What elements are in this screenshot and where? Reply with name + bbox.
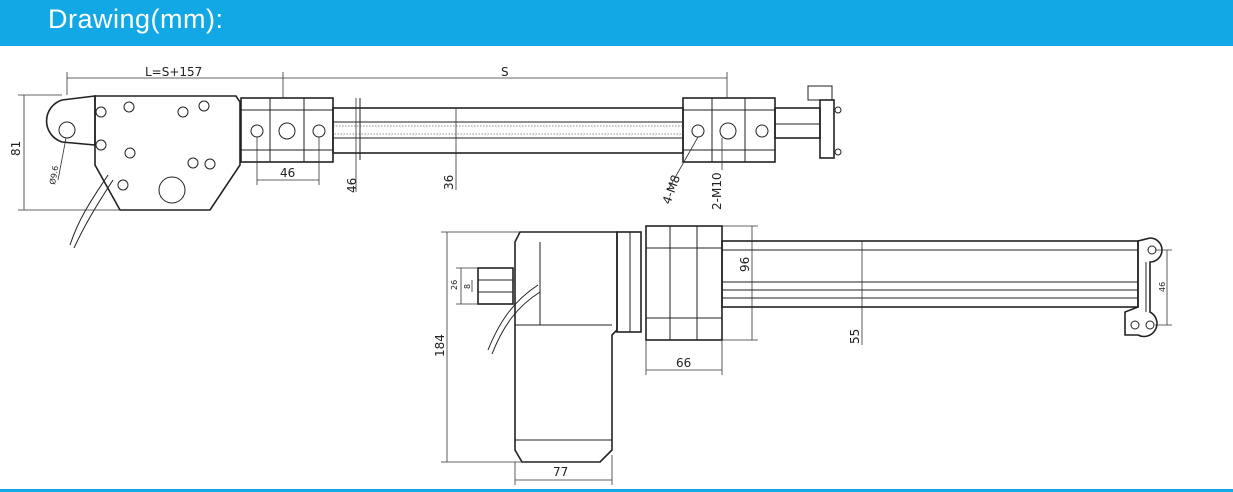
top-view: L=S+157 S 81 Ø9.6 46 46 [9,65,842,249]
label-bracket-spacing: 46 [280,166,295,180]
label-flange-width: 66 [676,356,691,370]
dim-bracket-spacing: 46 [256,137,320,185]
dim-rod-height-side: 55 [848,241,863,345]
label-height: 81 [9,141,23,156]
label-overall-length: L=S+157 [145,65,202,79]
dim-motor-width: 77 [514,455,613,485]
dim-flange-width: 66 [645,340,723,375]
dim-rod-height: 36 [442,108,457,190]
power-cable-side [487,284,539,351]
label-rod-height: 36 [442,175,456,190]
inner-rod [774,85,842,159]
side-view: 184 26 8 77 66 96 [433,225,1172,485]
rear-clevis [45,95,96,146]
motor-housing [94,95,241,211]
label-tube-height: 96 [738,257,752,272]
header-title: Drawing(mm): [48,4,224,34]
label-end-a: 26 [450,280,459,290]
dim-bolts-large: 2-M10 [710,138,724,210]
motor-body [514,231,618,463]
label-motor-width: 77 [553,465,568,479]
outer-tube [332,98,684,160]
dim-stroke: S [282,65,728,98]
dim-bracket-height: 46 [345,98,359,193]
flange-block [645,225,723,341]
end-clevis [1124,237,1163,338]
dim-hole: Ø9.6 [47,137,67,185]
gearbox [616,231,642,333]
label-hole: Ø9.6 [47,165,60,185]
label-bracket-height: 46 [345,178,359,193]
dim-end-a: 26 [450,267,478,305]
label-side-height: 184 [433,334,447,357]
motor-shaft [477,267,514,305]
front-bracket [682,97,776,163]
label-end-c: 46 [1158,282,1167,292]
dim-tube-height: 96 [722,225,758,341]
dim-end-c: 46 [1155,249,1172,326]
label-bolts-large: 2-M10 [710,172,724,210]
extension-tube [721,240,1139,308]
label-stroke: S [501,65,509,79]
dim-overall-length: L=S+157 [66,65,283,95]
dim-height: 81 [9,94,120,211]
dim-side-height: 184 [433,231,522,463]
label-end-b: 8 [463,284,472,289]
power-cable [69,174,109,246]
dim-end-b: 8 [463,280,473,292]
dim-bolts-small: 4-M8 [660,136,699,206]
bottom-rule [0,489,1233,492]
label-bolts-small: 4-M8 [660,173,683,206]
label-rod-height-side: 55 [848,329,862,344]
header-bar: Drawing(mm): [0,0,1233,46]
